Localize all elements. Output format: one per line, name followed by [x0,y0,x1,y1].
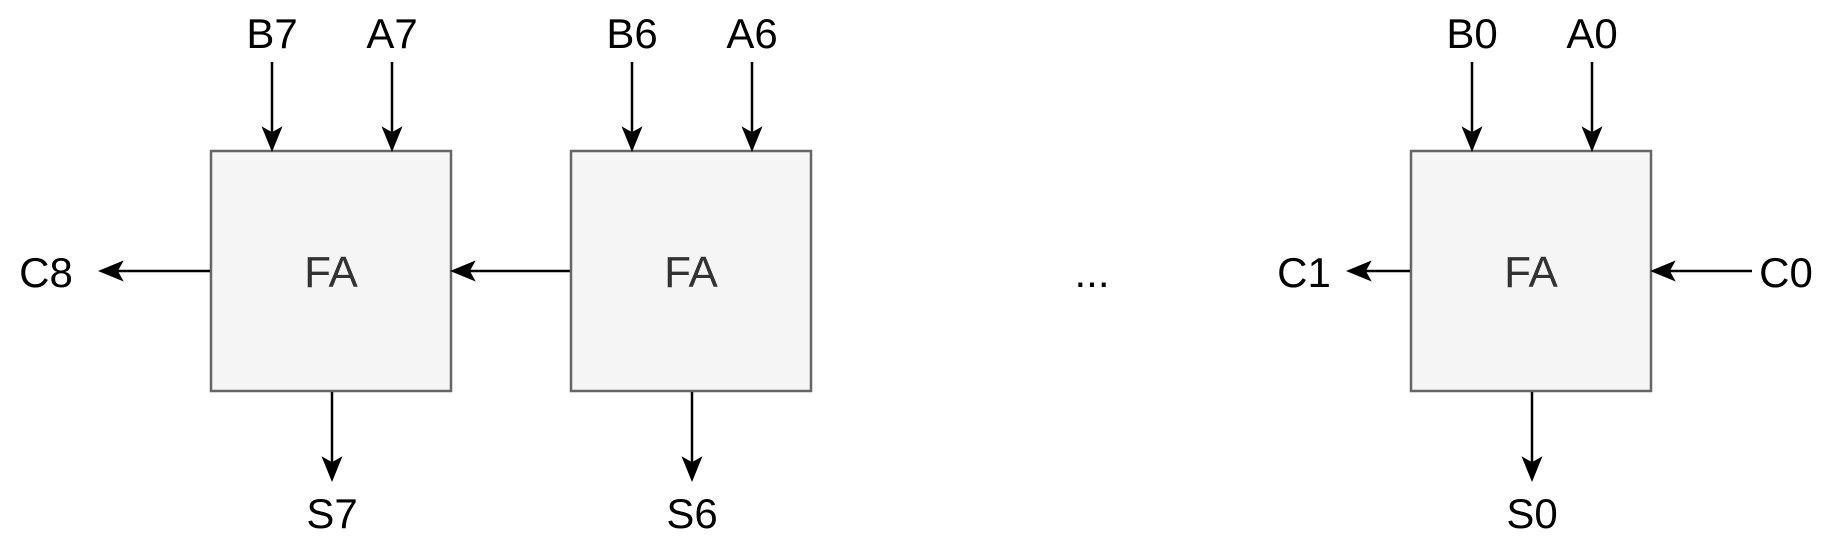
output-s7-arrowhead [321,456,343,482]
full-adder-0-label: FA [1504,248,1558,297]
input-a0-label: A0 [1566,10,1617,57]
full-adder-6-box [569,149,813,393]
full-adder-0: FA B0 A0 S0 C1 C0 [1277,10,1813,537]
carry-in-c0-arrowhead [1650,260,1676,282]
carry-out-c1-label: C1 [1277,249,1331,296]
full-adder-6-label: FA [664,248,718,297]
full-adder-6: FA B6 A6 S6 [569,10,813,537]
carry-out-c8-arrowhead [98,260,124,282]
carry-wire-fa6-to-fa7-arrowhead [450,260,476,282]
input-b0-arrowhead [1461,126,1483,152]
input-b6-label: B6 [606,10,657,57]
output-s0-arrowhead [1521,456,1543,482]
input-a6-arrowhead [741,126,763,152]
carry-out-c8-label: C8 [19,249,73,296]
carry-out-c1-arrowhead [1346,260,1372,282]
output-s7-label: S7 [306,490,357,537]
ellipsis: ... [1074,249,1109,296]
carry-in-c0-label: C0 [1759,249,1813,296]
input-b0-label: B0 [1446,10,1497,57]
input-b6-arrowhead [621,126,643,152]
input-a7-arrowhead [381,126,403,152]
input-b7-label: B7 [246,10,297,57]
output-s6-label: S6 [666,490,717,537]
full-adder-7: FA B7 A7 S7 C8 [19,10,453,537]
output-s6-arrowhead [681,456,703,482]
input-a0-arrowhead [1581,126,1603,152]
output-s0-label: S0 [1506,490,1557,537]
input-b7-arrowhead [261,126,283,152]
full-adder-0-box [1409,149,1653,393]
input-a6-label: A6 [726,10,777,57]
input-a7-label: A7 [366,10,417,57]
full-adder-7-box [209,149,453,393]
full-adder-7-label: FA [304,248,358,297]
